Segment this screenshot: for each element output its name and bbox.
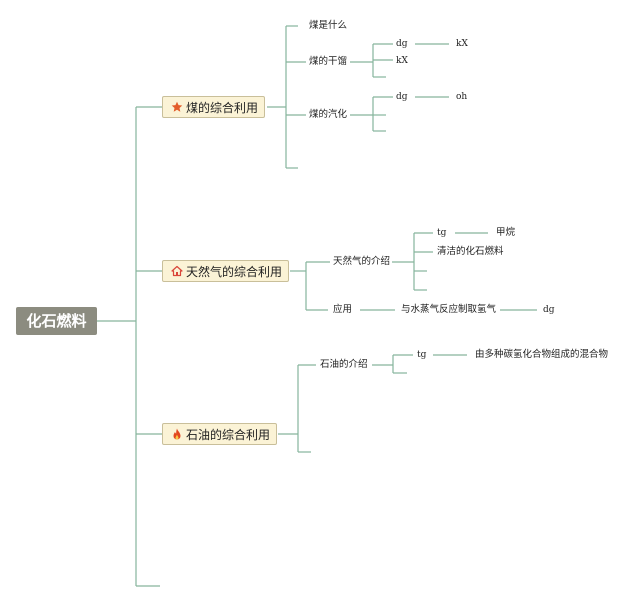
coal-distill-kx-1[interactable]: kX	[456, 39, 468, 49]
star-icon	[170, 97, 184, 119]
flame-icon	[170, 424, 184, 446]
coal-distill-dg[interactable]: dg	[396, 39, 408, 49]
gas-application[interactable]: 应用	[333, 304, 353, 315]
coal-gasify-oh[interactable]: oh	[456, 92, 468, 102]
gas-intro[interactable]: 天然气的介绍	[333, 256, 391, 267]
gas-clean-fuel[interactable]: 清洁的化石燃料	[437, 246, 504, 257]
home-icon	[170, 261, 184, 283]
topic-label: 天然气的综合利用	[186, 265, 283, 279]
coal-dry-distillation[interactable]: 煤的干馏	[309, 56, 348, 67]
coal-gasification[interactable]: 煤的汽化	[309, 109, 348, 120]
gas-methane[interactable]: 甲烷	[496, 227, 516, 238]
oil-hydrocarbon-mixture[interactable]: 由多种碳氢化合物组成的混合物	[475, 349, 609, 360]
coal-what-is[interactable]: 煤是什么	[309, 20, 348, 31]
topic-coal-utilization[interactable]: 煤的综合利用	[162, 96, 266, 119]
topic-label: 煤的综合利用	[186, 101, 259, 115]
root-topic[interactable]: 化石燃料	[16, 307, 97, 335]
topic-label: 石油的综合利用	[186, 428, 271, 442]
coal-distill-kx-2[interactable]: kX	[396, 56, 408, 66]
gas-hydrogen-production[interactable]: 与水蒸气反应制取氢气	[401, 304, 497, 315]
topic-oil-utilization[interactable]: 石油的综合利用	[162, 423, 278, 446]
gas-intro-tg[interactable]: tg	[437, 228, 447, 238]
oil-intro-tg[interactable]: tg	[417, 350, 427, 360]
topic-gas-utilization[interactable]: 天然气的综合利用	[162, 260, 290, 283]
coal-gasify-dg[interactable]: dg	[396, 92, 408, 102]
oil-intro[interactable]: 石油的介绍	[320, 359, 368, 370]
gas-application-dg[interactable]: dg	[543, 305, 555, 315]
